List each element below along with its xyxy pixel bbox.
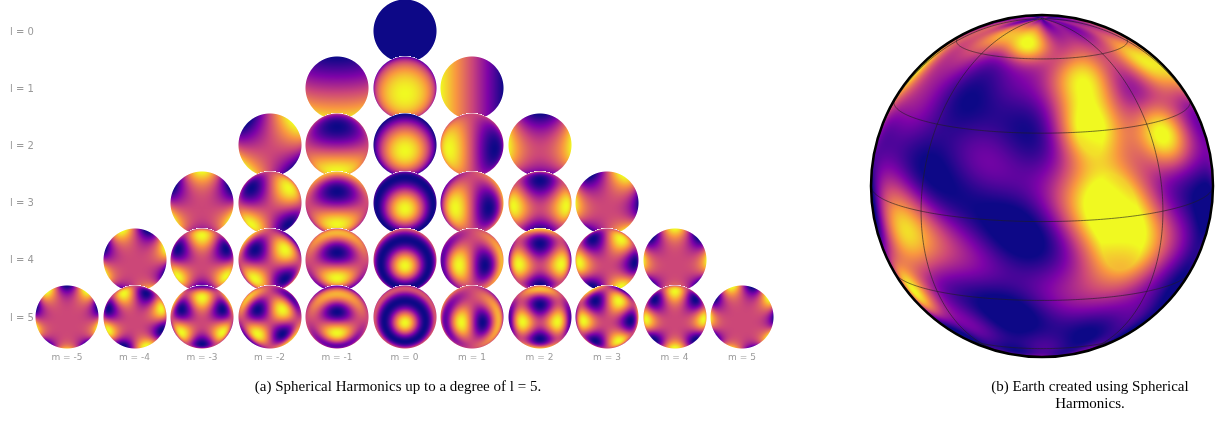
- order-label: m = -5: [51, 352, 82, 362]
- order-label: m = 3: [593, 352, 621, 362]
- caption: (b) Earth created using Spherical Harmon…: [978, 378, 1203, 412]
- order-label: m = 4: [661, 352, 689, 362]
- degree-label: l = 4: [10, 254, 34, 265]
- degree-label: l = 0: [10, 26, 34, 37]
- degree-label: l = 1: [10, 83, 34, 94]
- caption: (a) Spherical Harmonics up to a degree o…: [255, 378, 541, 395]
- order-label: m = -3: [186, 352, 217, 362]
- order-label: m = 2: [526, 352, 554, 362]
- order-label: m = 1: [458, 352, 486, 362]
- order-label: m = -1: [321, 352, 352, 362]
- degree-label: l = 3: [10, 197, 34, 208]
- order-label: m = 0: [391, 352, 419, 362]
- order-label: m = 5: [728, 352, 756, 362]
- degree-label: l = 5: [10, 312, 34, 323]
- degree-label: l = 2: [10, 140, 34, 151]
- order-label: m = -4: [119, 352, 150, 362]
- order-label: m = -2: [254, 352, 285, 362]
